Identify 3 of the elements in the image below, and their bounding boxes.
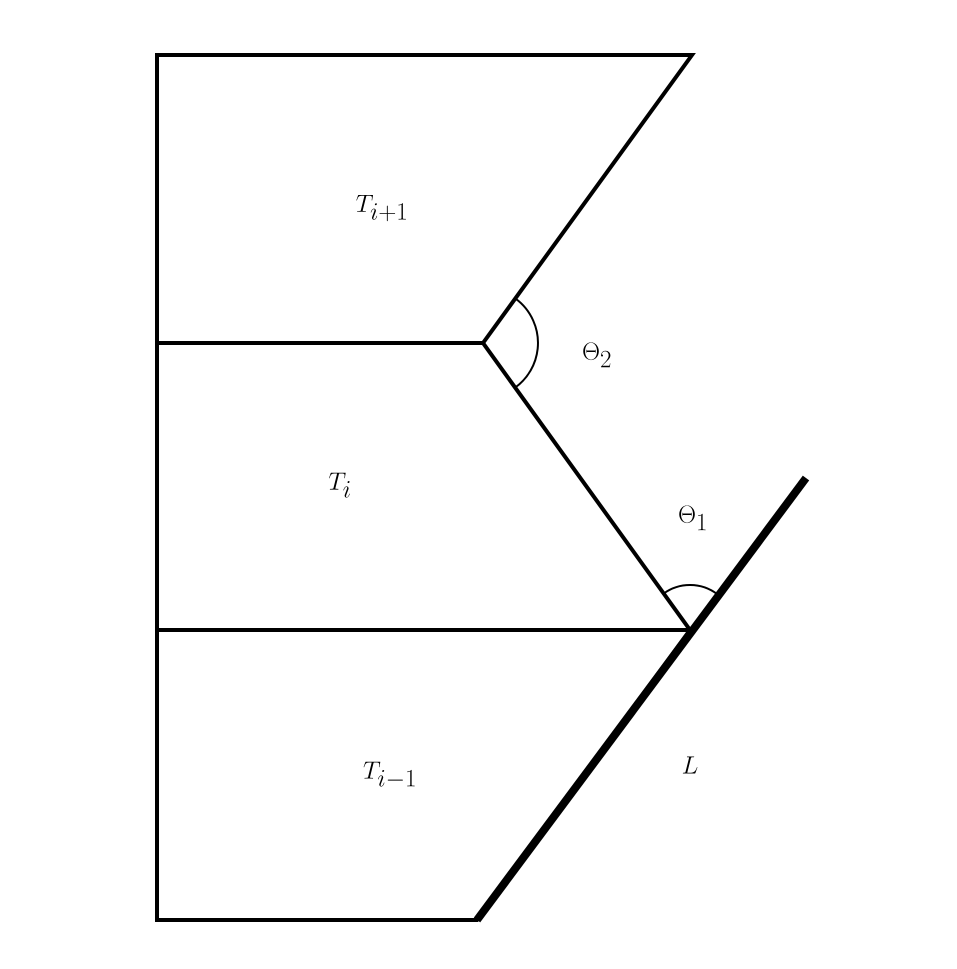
angle-label: $\Theta_2$ <box>583 342 610 368</box>
angle-label: $L$ <box>682 756 698 774</box>
angle-label: $\Theta_1$ <box>679 505 706 530</box>
